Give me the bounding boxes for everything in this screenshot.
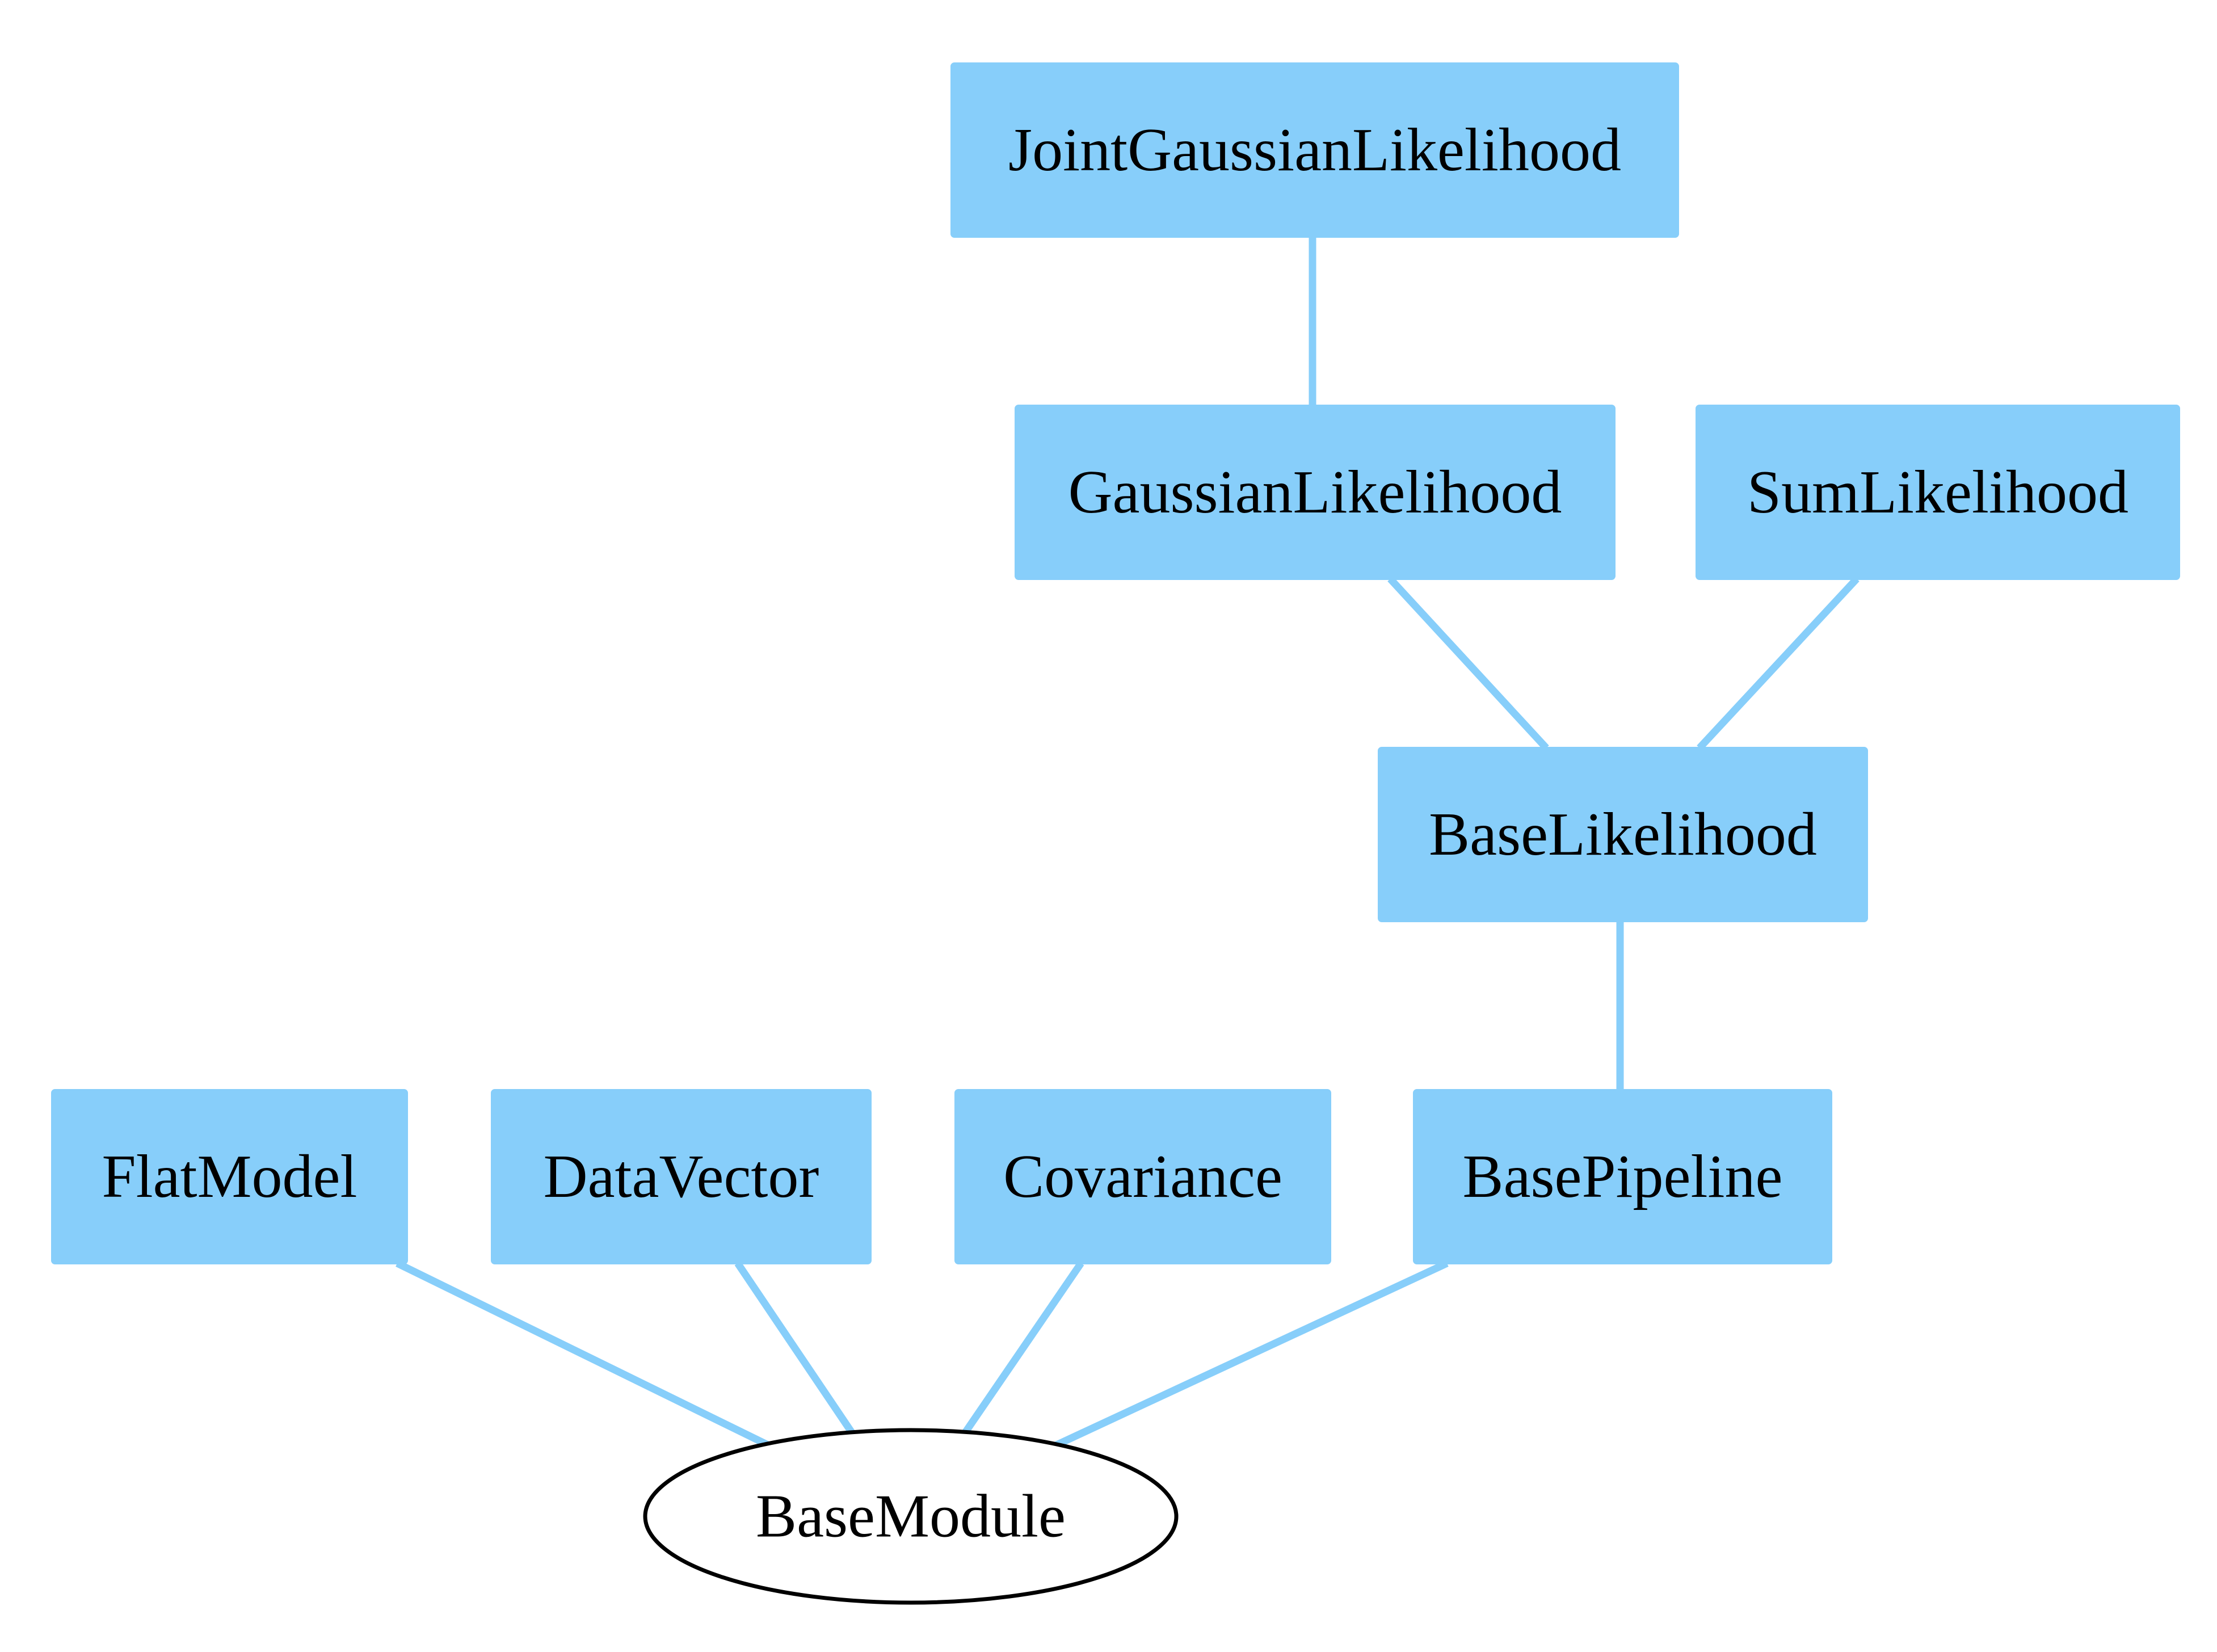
node-base-likelihood-box bbox=[1378, 747, 1868, 922]
node-covariance-box bbox=[954, 1089, 1331, 1264]
node-sum-likelihood-label: SumLikelihood bbox=[1747, 459, 2128, 526]
node-joint-gaussian-likelihood-label: JointGaussianLikelihood bbox=[1008, 116, 1621, 184]
node-covariance[interactable]: Covariance bbox=[954, 1089, 1331, 1264]
node-covariance-label: Covariance bbox=[1003, 1143, 1282, 1210]
node-base-likelihood-label: BaseLikelihood bbox=[1429, 801, 1817, 868]
edges-layer bbox=[396, 237, 1860, 1449]
node-base-likelihood[interactable]: BaseLikelihood bbox=[1378, 747, 1868, 922]
node-data-vector[interactable]: DataVector bbox=[491, 1089, 872, 1264]
node-base-pipeline-box bbox=[1413, 1089, 1832, 1264]
node-base-module-label: BaseModule bbox=[756, 1483, 1066, 1550]
node-base-module-shape bbox=[643, 1428, 1179, 1605]
node-gaussian-likelihood-label: GaussianLikelihood bbox=[1068, 459, 1562, 526]
edge-flat-model-to-base-module bbox=[396, 1260, 771, 1449]
node-base-pipeline-label: BasePipeline bbox=[1463, 1143, 1783, 1210]
node-gaussian-likelihood[interactable]: GaussianLikelihood bbox=[1015, 405, 1616, 580]
edge-sum-likelihood-to-base-likelihood bbox=[1697, 576, 1860, 751]
node-flat-model[interactable]: FlatModel bbox=[51, 1089, 408, 1264]
node-joint-gaussian-likelihood-box bbox=[950, 62, 1679, 238]
node-base-module[interactable]: BaseModule bbox=[643, 1428, 1179, 1605]
node-joint-gaussian-likelihood[interactable]: JointGaussianLikelihood bbox=[950, 62, 1679, 238]
node-gaussian-likelihood-box bbox=[1015, 405, 1616, 580]
node-base-pipeline[interactable]: BasePipeline bbox=[1413, 1089, 1832, 1264]
nodes-layer: JointGaussianLikelihoodGaussianLikelihoo… bbox=[51, 62, 2180, 1605]
node-flat-model-box bbox=[51, 1089, 408, 1264]
node-sum-likelihood-box bbox=[1696, 405, 2180, 580]
node-data-vector-box bbox=[491, 1089, 872, 1264]
edge-base-pipeline-to-base-module bbox=[1054, 1260, 1449, 1449]
edge-data-vector-to-base-module bbox=[734, 1261, 857, 1438]
node-sum-likelihood[interactable]: SumLikelihood bbox=[1696, 405, 2180, 580]
node-data-vector-label: DataVector bbox=[544, 1143, 819, 1210]
node-flat-model-label: FlatModel bbox=[102, 1143, 357, 1210]
edge-covariance-to-base-module bbox=[960, 1261, 1084, 1438]
edge-gaussian-likelihood-to-base-likelihood bbox=[1387, 576, 1549, 751]
